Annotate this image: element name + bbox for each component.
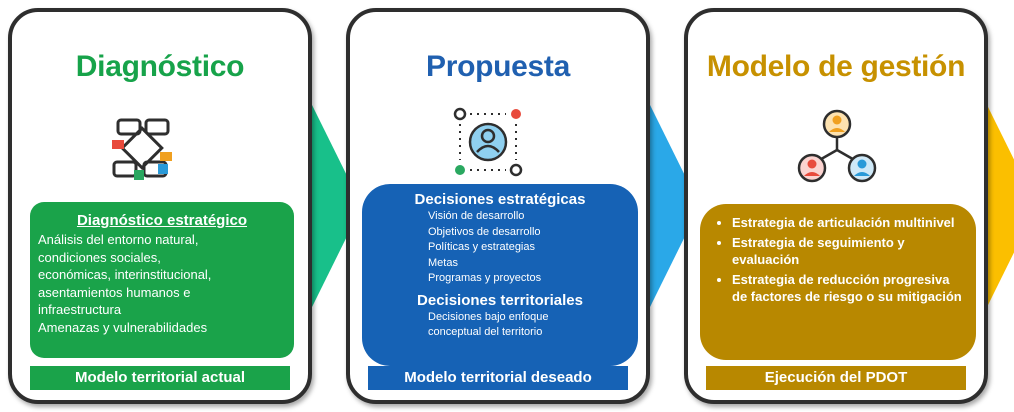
panel-line: Amenazas y vulnerabilidades [38, 319, 208, 335]
panel-line: condiciones sociales, [38, 249, 161, 265]
panel-heading: Diagnóstico estratégico [76, 212, 248, 229]
list-item: Políticas y estrategias [428, 241, 535, 253]
propuesta-panel: Decisiones estratégicas Visión de desarr… [362, 184, 638, 366]
panel-line: Análisis del entorno natural, [38, 232, 199, 247]
panel-line: económicas, interinstitucional, [38, 267, 212, 282]
card-title: Propuesta [425, 50, 570, 83]
list-item: conceptual del territorio [428, 325, 543, 338]
panel-heading: Decisiones territoriales [417, 291, 583, 309]
panel-line: infraestructura [38, 302, 122, 317]
diagnostico-panel: Diagnóstico estratégico Análisis del ent… [30, 202, 294, 358]
panel-line: asentamientos humanos e [38, 284, 191, 300]
list-item: Programas y proyectos [428, 272, 542, 284]
card-footer: Modelo territorial actual [30, 366, 290, 390]
gestion-panel: Estrategia de articulación multinivel Es… [700, 204, 976, 360]
list-item: Decisiones bajo enfoque [428, 310, 549, 323]
list-item: Estrategia de articulación multinivel [732, 214, 962, 231]
list-item: Estrategia de seguimiento y evaluación [732, 234, 962, 268]
panel-heading: Decisiones estratégicas [414, 191, 586, 208]
card-diagnostico: Diagnóstico Diagnóstico estratégico Anál… [8, 8, 312, 404]
list-item: Visión de desarrollo [428, 210, 525, 222]
people-hierarchy-icon [797, 109, 877, 183]
card-title: Modelo de gestión [706, 50, 966, 83]
hands-teamwork-icon [112, 118, 172, 180]
list-item: Objetivos de desarrollo [428, 225, 541, 238]
list-item: Metas [428, 256, 458, 269]
list-item: Estrategia de reducción progresiva de fa… [732, 271, 962, 305]
card-propuesta: Propuesta Decisiones estratégicas Visión… [346, 8, 650, 404]
card-title: Diagnóstico [75, 50, 245, 83]
card-footer: Modelo territorial deseado [368, 366, 628, 390]
user-target-network-icon [453, 107, 523, 177]
card-footer: Ejecución del PDOT [706, 366, 966, 390]
card-modelo-gestion: Modelo de gestión Estrategia de articula… [684, 8, 988, 404]
